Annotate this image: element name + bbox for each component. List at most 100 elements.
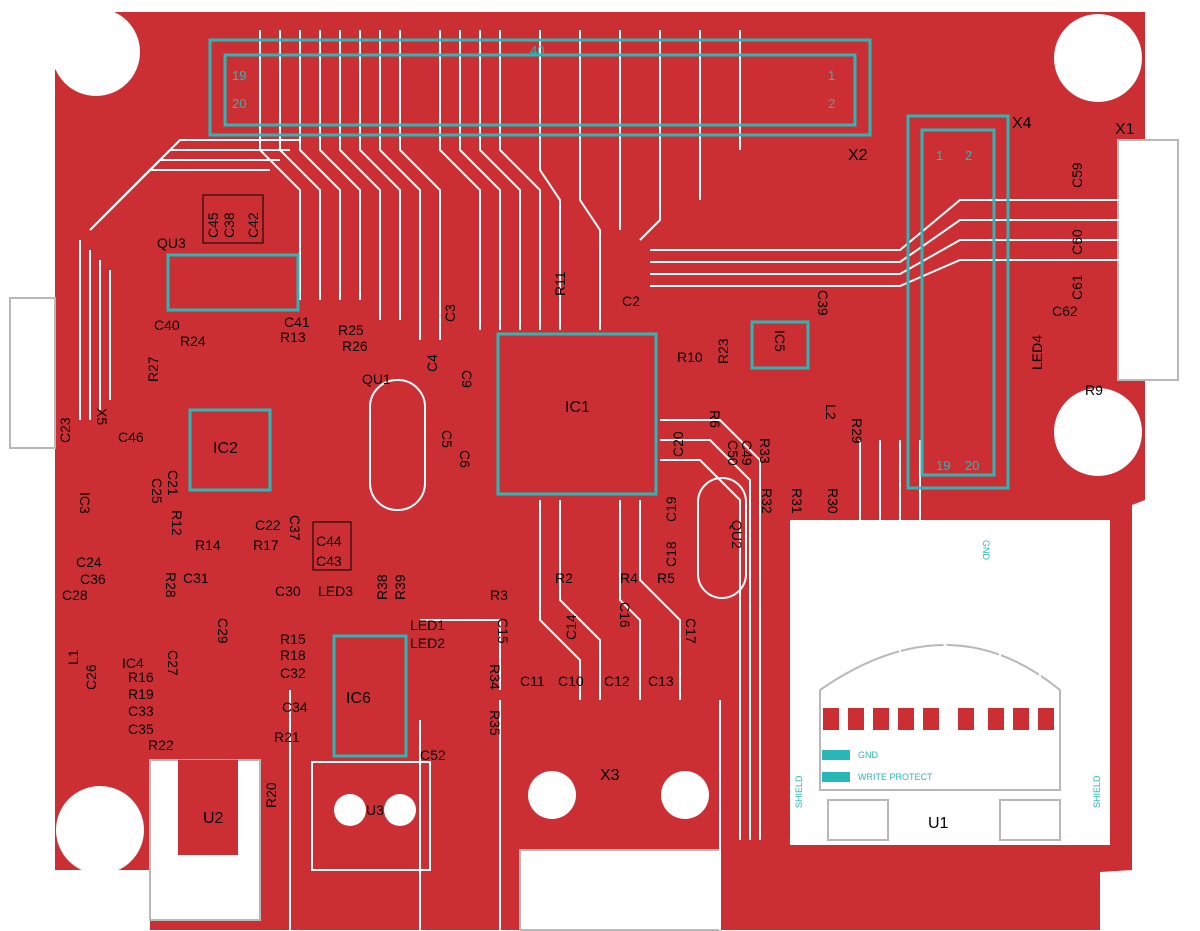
label-c46: C46 [118, 429, 144, 445]
u2-outline [178, 760, 238, 855]
label-r32: R32 [759, 488, 775, 514]
label-r17: R17 [253, 537, 279, 553]
label-ic6: IC6 [346, 690, 371, 707]
label-c27: C27 [165, 650, 181, 676]
connector-x2: 40 19 20 1 2 X2 [208, 38, 872, 164]
sd-write-protect-label: WRITE PROTECT [858, 772, 933, 782]
label-c14: C14 [563, 614, 579, 640]
cap-group-outline [312, 521, 352, 571]
mounting-hole [1054, 388, 1142, 476]
label-r26: R26 [342, 338, 368, 354]
mounting-hole [56, 786, 144, 874]
label-c38: C38 [221, 212, 237, 238]
label-c26: C26 [83, 664, 99, 690]
label-r10: R10 [677, 349, 703, 365]
label-c60: C60 [1069, 229, 1085, 255]
label-c28: C28 [62, 587, 88, 603]
label-x1: X1 [1115, 121, 1135, 138]
label-c61: C61 [1069, 274, 1085, 300]
connector-x4: 1 2 19 20 X4 [906, 114, 1032, 490]
label-r30: R30 [825, 488, 841, 514]
label-r4: R4 [620, 570, 638, 586]
label-c45: C45 [205, 212, 221, 238]
label-ic5: IC5 [772, 330, 788, 352]
usb-outline [519, 849, 721, 931]
label-r14: R14 [195, 537, 221, 553]
write-protect-marker [822, 772, 850, 782]
label-led1: LED1 [410, 617, 445, 633]
x2-pin-20: 20 [232, 96, 246, 111]
label-r23: R23 [715, 338, 731, 364]
label-c16: C16 [617, 602, 633, 628]
u3-mount-hole [384, 794, 416, 826]
gnd-marker [822, 750, 850, 760]
label-c43: C43 [316, 553, 342, 569]
label-c30: C30 [275, 583, 301, 599]
label-c3: C3 [442, 304, 458, 322]
label-c39: C39 [815, 290, 831, 316]
label-r12: R12 [169, 510, 185, 536]
label-r24: R24 [180, 333, 206, 349]
usb-mount-hole [661, 771, 709, 819]
label-c35: C35 [128, 721, 154, 737]
ic6-outline [332, 634, 408, 758]
x4-pin-19: 19 [936, 458, 950, 473]
qu2-body [697, 477, 747, 599]
label-r39: R39 [392, 574, 408, 600]
label-c41: C41 [284, 314, 310, 330]
label-c11: C11 [520, 673, 545, 689]
label-x5: X5 [94, 408, 110, 425]
label-l2: L2 [823, 404, 839, 420]
label-r18: R18 [280, 647, 306, 663]
sd-card-window [999, 799, 1061, 841]
x4-pin-1: 1 [936, 148, 943, 163]
label-c25: C25 [149, 478, 165, 504]
label-r22: R22 [148, 737, 174, 753]
label-c52: C52 [420, 747, 446, 763]
label-c21: C21 [165, 470, 181, 496]
label-r5: R5 [657, 570, 675, 586]
label-ic4: IC4 [122, 655, 144, 671]
label-c50: C50 [725, 440, 741, 466]
sd-gnd-label: GND [858, 750, 879, 760]
label-c20: C20 [670, 431, 686, 457]
label-r19: R19 [128, 686, 154, 702]
cap-group-outline [202, 194, 264, 244]
label-c29: C29 [215, 618, 231, 644]
sd-contact-pads [823, 708, 1054, 730]
label-r11: R11 [552, 271, 568, 296]
label-c9: C9 [459, 370, 475, 388]
label-r20: R20 [263, 782, 279, 808]
u3-mount-hole [334, 794, 366, 826]
sd-shield-left: SHIELD [794, 775, 804, 808]
label-c12: C12 [604, 673, 630, 689]
label-u2: U2 [203, 810, 224, 827]
label-c36: C36 [80, 571, 106, 587]
sd-card-outline [819, 644, 1061, 791]
label-c22: C22 [255, 517, 281, 533]
label-ic3: IC3 [77, 492, 93, 514]
label-c6: C6 [457, 450, 473, 468]
x2-pin-2: 2 [828, 96, 835, 111]
label-c18: C18 [663, 541, 679, 567]
label-c13: C13 [648, 673, 674, 689]
label-qu2: QU2 [729, 520, 745, 549]
label-c42: C42 [245, 212, 261, 238]
label-r21: R21 [274, 729, 300, 745]
qu1-body [369, 379, 426, 511]
x2-pin-19: 19 [232, 68, 246, 83]
ic2-outline [188, 408, 272, 492]
label-ic1: IC1 [565, 399, 590, 416]
label-r27: R27 [145, 356, 161, 382]
label-c15: C15 [495, 618, 511, 644]
label-c33: C33 [128, 703, 154, 719]
label-r29: R29 [849, 418, 865, 444]
usb-mount-hole [528, 771, 576, 819]
x4-label: X4 [1012, 115, 1032, 132]
x5-outline [9, 297, 56, 449]
label-u1: U1 [928, 815, 949, 832]
sd-card-detect-label: CARD DETECT [810, 535, 819, 592]
label-c4: C4 [424, 354, 440, 372]
label-led2: LED2 [410, 635, 445, 651]
